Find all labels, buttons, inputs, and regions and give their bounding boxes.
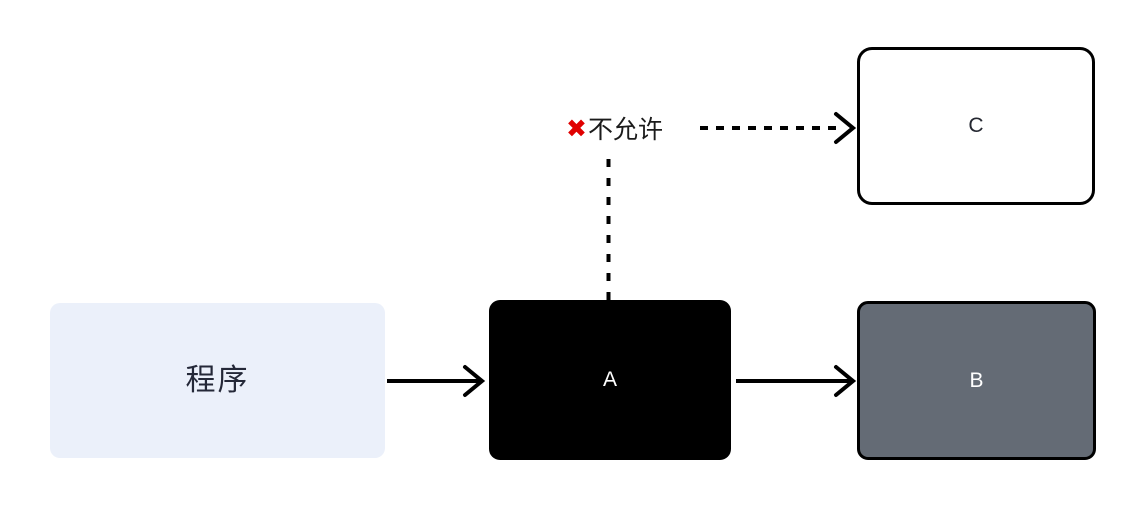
edge-a-to-b: [736, 365, 857, 397]
cross-mark-icon: ✖: [566, 113, 587, 143]
node-a-label: A: [602, 368, 617, 392]
node-c-label: C: [968, 114, 984, 138]
node-b-label: B: [969, 368, 984, 392]
edge-program-to-a: [387, 365, 486, 397]
node-b[interactable]: B: [857, 301, 1096, 460]
node-program-label: 程序: [185, 363, 250, 397]
deny-annotation-label: 不允许: [587, 116, 663, 144]
node-program[interactable]: 程序: [50, 303, 385, 458]
node-a[interactable]: A: [489, 300, 731, 460]
deny-annotation: ✖ 不允许: [566, 111, 663, 145]
node-c[interactable]: C: [857, 47, 1095, 205]
